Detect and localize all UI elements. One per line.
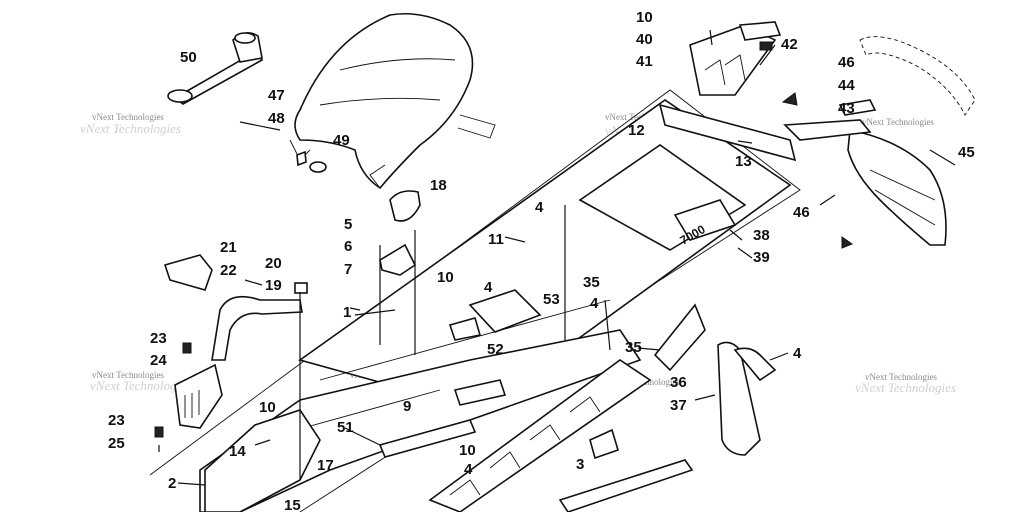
callout-2: 2	[168, 475, 176, 492]
callout-4: 4	[464, 461, 473, 478]
callout-37: 37	[670, 397, 687, 414]
part-50-handle	[167, 32, 264, 105]
callout-10: 10	[259, 399, 276, 416]
watermark-shadow: vNext Technologies	[90, 378, 191, 393]
callout-19: 19	[265, 277, 282, 294]
part-3-rail	[558, 428, 694, 512]
callout-17: 17	[317, 457, 334, 474]
callout-51: 51	[337, 419, 354, 436]
callout-23: 23	[108, 412, 125, 429]
callout-50: 50	[180, 49, 197, 66]
part-36-bracket	[653, 303, 706, 372]
callout-9: 9	[403, 398, 411, 415]
callout-46: 46	[838, 54, 855, 71]
part-21-cover	[163, 254, 213, 291]
part-23-25-fasteners	[154, 342, 192, 452]
callout-47: 47	[268, 87, 285, 104]
callout-38: 38	[753, 227, 770, 244]
callout-42: 42	[781, 36, 798, 53]
callout-40: 40	[636, 31, 653, 48]
watermark-shadow: vNext Technologies	[855, 380, 956, 395]
callout-5: 5	[344, 216, 352, 233]
callout-39: 39	[753, 249, 770, 266]
part-18-cap	[389, 190, 421, 222]
callout-20: 20	[265, 255, 282, 272]
callout-13: 13	[735, 153, 752, 170]
part-chassis-lower	[199, 299, 642, 512]
watermark: vNext Technologies	[92, 370, 164, 380]
callout-4: 4	[484, 279, 493, 296]
callout-10: 10	[636, 9, 653, 26]
part-20-nut	[294, 282, 308, 294]
callout-35: 35	[625, 339, 642, 356]
part-24-vent	[174, 363, 223, 429]
part-45-rear-flap	[781, 36, 976, 249]
callout-10: 10	[437, 269, 454, 286]
callout-44: 44	[838, 77, 855, 94]
callout-18: 18	[430, 177, 447, 194]
callout-25: 25	[108, 435, 125, 452]
callout-43: 43	[838, 100, 855, 117]
part-47-seat	[289, 12, 496, 190]
callout-35: 35	[583, 274, 600, 291]
callout-labels: 50 47 48 49 10 40 41 42 46 44 43 45 46 1…	[108, 9, 975, 512]
part-52-mount	[448, 317, 482, 341]
callout-21: 21	[220, 239, 237, 256]
callout-15: 15	[284, 497, 301, 512]
callout-23: 23	[150, 330, 167, 347]
part-14-front-panel	[204, 409, 321, 512]
callout-45: 45	[958, 144, 975, 161]
callout-7: 7	[344, 261, 352, 278]
part-7-bracket	[379, 243, 417, 276]
part-40-42-bracket	[689, 21, 782, 96]
callout-1: 1	[343, 304, 351, 321]
callout-46: 46	[793, 204, 810, 221]
callout-4: 4	[590, 295, 599, 312]
part-19-handle	[211, 295, 303, 361]
callout-24: 24	[150, 352, 167, 369]
callout-49: 49	[333, 132, 350, 149]
callout-36: 36	[670, 374, 687, 391]
watermark: vNext Technologies	[92, 112, 164, 122]
callout-6: 6	[344, 238, 352, 255]
part-53-panel	[468, 289, 542, 333]
part-track-lugs	[428, 359, 652, 512]
watermark: vNext Technologies	[865, 372, 937, 382]
callout-52: 52	[487, 341, 504, 358]
watermark-shadow: vNext Technologies	[80, 121, 181, 136]
callout-41: 41	[636, 53, 653, 70]
part-48-49-hardware	[239, 121, 327, 173]
callout-12: 12	[628, 122, 645, 139]
leader-lines	[177, 29, 836, 486]
callout-53: 53	[543, 291, 560, 308]
callout-11: 11	[488, 231, 504, 248]
callout-3: 3	[576, 456, 584, 473]
callout-14: 14	[229, 443, 246, 460]
callout-4: 4	[535, 199, 544, 216]
callout-22: 22	[220, 262, 237, 279]
callout-4: 4	[793, 345, 802, 362]
part-37-side-panel	[717, 341, 777, 456]
callout-48: 48	[268, 110, 285, 127]
callout-10: 10	[459, 442, 476, 459]
watermark: vNext Technologies	[862, 117, 934, 127]
